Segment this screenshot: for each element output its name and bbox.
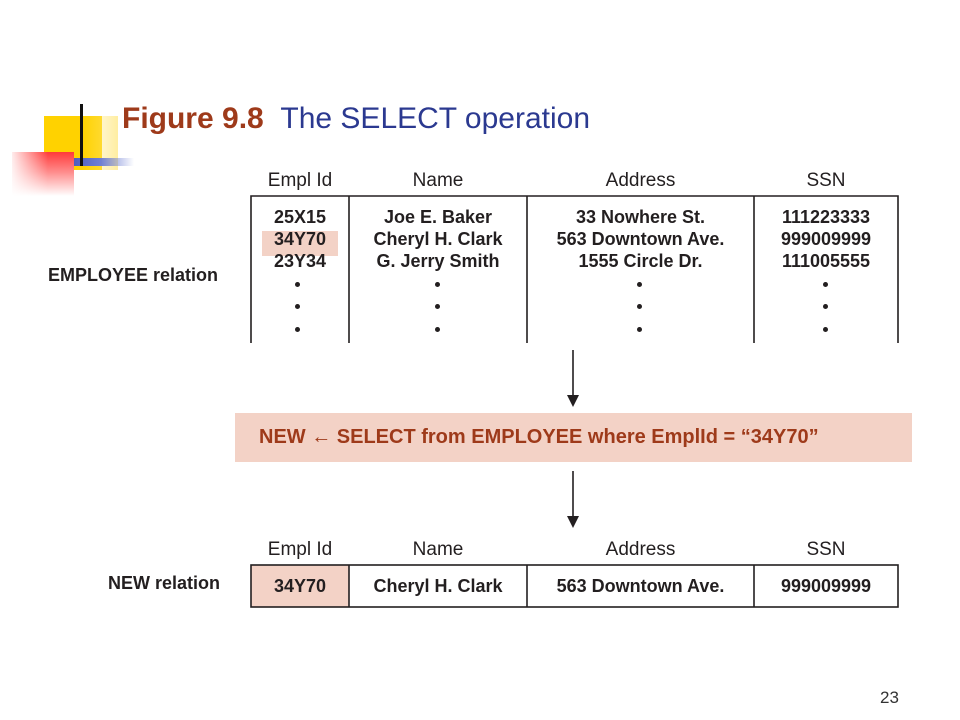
dot	[295, 282, 300, 287]
select-operation-box: NEW ← SELECT from EMPLOYEE where EmplId …	[235, 413, 912, 462]
decor-blue-bar	[50, 158, 134, 166]
employee-table-outline	[250, 195, 899, 343]
new-cell-name: Cheryl H. Clark	[373, 576, 503, 596]
page-number: 23	[880, 688, 899, 707]
new-relation-label: NEW relation	[108, 573, 221, 593]
employee-header-ssn: SSN	[806, 170, 846, 191]
dot	[637, 282, 642, 287]
select-operation-text: NEW ← SELECT from EMPLOYEE where EmplId …	[259, 426, 819, 448]
dot	[823, 327, 828, 332]
new-header-ssn: SSN	[806, 539, 846, 560]
dot	[823, 304, 828, 309]
dot	[295, 327, 300, 332]
decor-vertical-line	[80, 104, 83, 166]
employee-cell-address: 563 Downtown Ave.	[556, 229, 725, 249]
dot	[637, 304, 642, 309]
dot	[295, 304, 300, 309]
employee-continuation-dots	[288, 282, 308, 338]
new-table-outline	[250, 564, 899, 608]
employee-highlight-cell	[262, 231, 338, 256]
employee-continuation-dots	[630, 282, 650, 338]
employee-cell-empl-id: 23Y34	[273, 251, 327, 271]
arrow-down-1	[567, 350, 579, 407]
employee-cell-address: 33 Nowhere St.	[575, 207, 706, 227]
new-cell-empl-id: 34Y70	[273, 576, 327, 596]
new-highlight-cell	[251, 565, 349, 607]
employee-cell-empl-id-highlighted: 34Y70	[273, 229, 327, 249]
dot	[435, 282, 440, 287]
new-header-name: Name	[412, 539, 464, 560]
new-header-address: Address	[605, 539, 676, 560]
employee-cell-ssn: 999009999	[780, 229, 872, 249]
employee-header-empl-id: Empl Id	[267, 170, 333, 191]
employee-continuation-dots	[816, 282, 836, 338]
employee-header-name: Name	[412, 170, 464, 191]
new-cell-ssn: 999009999	[780, 576, 872, 596]
employee-cell-name: G. Jerry Smith	[376, 251, 500, 271]
new-header-empl-id: Empl Id	[267, 539, 333, 560]
new-table-frame	[250, 564, 899, 608]
slide-title: Figure 9.8 The SELECT operation	[122, 102, 590, 136]
dot	[637, 327, 642, 332]
employee-cell-ssn: 111223333	[781, 207, 871, 227]
figure-label: Figure 9.8	[122, 102, 264, 135]
arrow-down-2	[567, 471, 579, 528]
new-cell-address: 563 Downtown Ave.	[556, 576, 725, 596]
employee-cell-address: 1555 Circle Dr.	[578, 251, 703, 271]
dot	[435, 327, 440, 332]
employee-table-frame	[250, 195, 899, 343]
employee-cell-name: Joe E. Baker	[383, 207, 493, 227]
employee-cell-name: Cheryl H. Clark	[373, 229, 503, 249]
title-text: The SELECT operation	[280, 102, 591, 135]
dot	[823, 282, 828, 287]
employee-cell-empl-id: 25X15	[273, 207, 327, 227]
employee-header-address: Address	[605, 170, 676, 191]
employee-relation-label: EMPLOYEE relation	[48, 265, 219, 285]
employee-continuation-dots	[428, 282, 448, 338]
decor-red-fade	[12, 152, 48, 196]
dot	[435, 304, 440, 309]
employee-cell-ssn: 111005555	[781, 251, 871, 271]
